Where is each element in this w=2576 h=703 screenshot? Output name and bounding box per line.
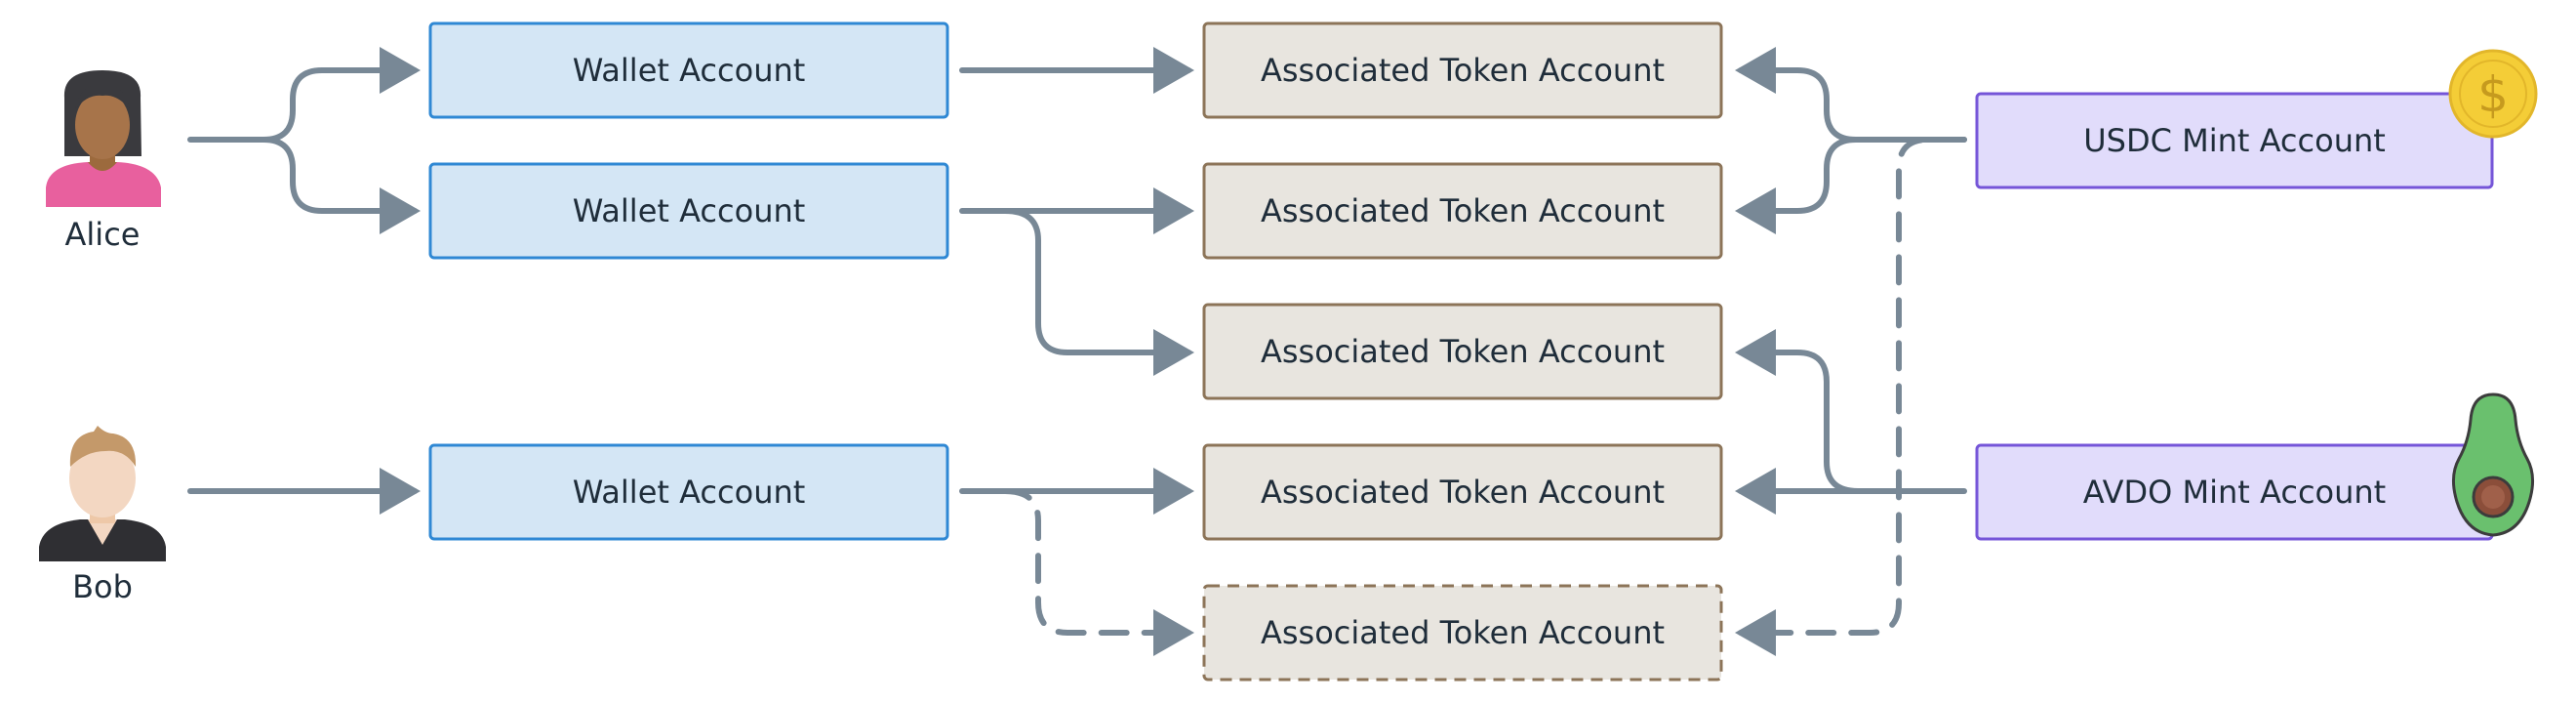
alice-person: Alice	[46, 70, 161, 253]
associated-token-account-2-label: Associated Token Account	[1261, 192, 1665, 229]
usdc-mint-account-label: USDC Mint Account	[2083, 122, 2386, 159]
associated-token-account-5-pending[interactable]: Associated Token Account	[1202, 584, 1723, 682]
wallet-account-3[interactable]: Wallet Account	[428, 443, 949, 541]
avdo-mint-account-label: AVDO Mint Account	[2083, 474, 2386, 511]
arrow-wallet-3-to-ata-5	[1002, 488, 1194, 656]
wallet-account-2[interactable]: Wallet Account	[428, 162, 949, 260]
avdo-mint-account[interactable]: AVDO Mint Account	[1975, 443, 2494, 541]
associated-token-account-4-label: Associated Token Account	[1261, 474, 1665, 511]
wallet-account-1[interactable]: Wallet Account	[428, 21, 949, 119]
wallet-account-1-label: Wallet Account	[573, 52, 806, 89]
arrow-avdo-to-ata-3	[1735, 329, 1861, 494]
bob-label: Bob	[72, 568, 133, 605]
associated-token-account-4[interactable]: Associated Token Account	[1202, 443, 1723, 541]
avocado-icon	[2452, 393, 2534, 537]
svg-text:$: $	[2477, 66, 2509, 123]
alice-label: Alice	[65, 216, 141, 253]
associated-token-account-3[interactable]: Associated Token Account	[1202, 303, 1723, 400]
arrow-wallet-2-to-ata-3	[1002, 208, 1194, 376]
usdc-mint-account[interactable]: USDC Mint Account	[1975, 92, 2494, 189]
associated-token-account-1[interactable]: Associated Token Account	[1202, 21, 1723, 119]
wallet-account-2-label: Wallet Account	[573, 192, 806, 229]
alice-avatar-icon	[46, 70, 161, 207]
connectors	[187, 47, 1967, 656]
associated-token-account-2[interactable]: Associated Token Account	[1202, 162, 1723, 260]
bob-person: Bob	[39, 426, 166, 605]
associated-token-account-3-label: Associated Token Account	[1261, 333, 1665, 370]
arrow-usdc-to-ata-5	[1735, 137, 1967, 656]
wallet-account-3-label: Wallet Account	[573, 474, 806, 511]
bob-avatar-icon	[39, 426, 166, 561]
associated-token-account-5-label: Associated Token Account	[1261, 614, 1665, 651]
dollar-coin-icon: $	[2448, 49, 2538, 139]
associated-token-account-1-label: Associated Token Account	[1261, 52, 1665, 89]
arrow-usdc-to-ata-2	[1735, 137, 1859, 234]
arrow-usdc-to-ata-1	[1735, 47, 1967, 143]
arrow-alice-to-wallet-1	[187, 47, 421, 143]
arrow-alice-to-wallet-2	[261, 137, 421, 234]
